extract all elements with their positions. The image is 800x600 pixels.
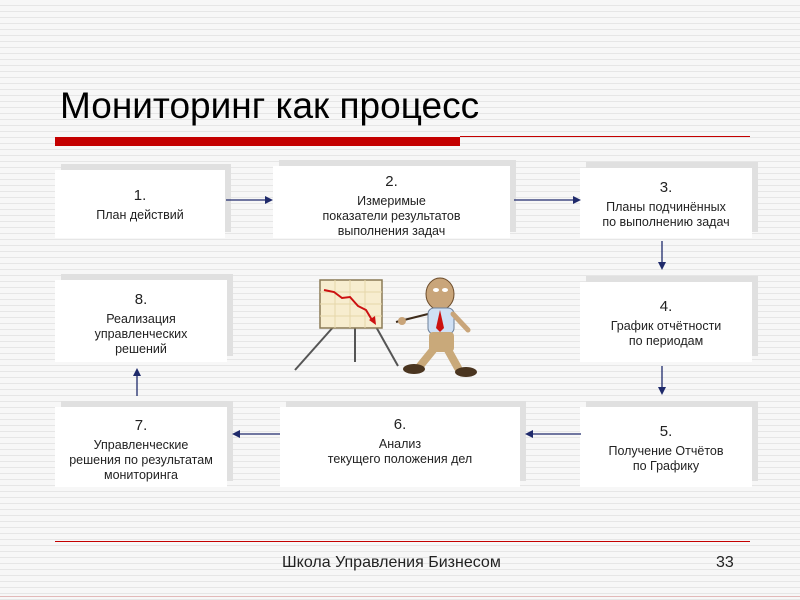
arrow-6-to-7	[232, 428, 280, 440]
footer-rule	[55, 541, 750, 542]
step-number: 2.	[385, 173, 398, 190]
step-number: 1.	[133, 187, 147, 204]
step-7-box: 7. Управленческие решения по результатам…	[55, 407, 227, 487]
step-6-box: 6. Анализ текущего положения дел	[280, 407, 520, 487]
step-label: решения по результатам	[69, 453, 213, 467]
arrow-7-to-8	[131, 368, 143, 396]
step-5-box: 5. Получение Отчётов по Графику	[580, 407, 752, 487]
title-underline-thick	[55, 137, 460, 146]
step-3-box: 3. Планы подчинённых по выполнению задач	[580, 168, 752, 238]
step-8-box: 8. Реализация управленческих решений	[55, 280, 227, 362]
step-label: по Графику	[632, 459, 700, 473]
arrow-1-to-2	[226, 194, 274, 206]
step-label: Получение Отчётов	[608, 444, 724, 458]
step-number: 5.	[659, 423, 673, 440]
page-title: Мониторинг как процесс	[60, 85, 480, 126]
presenter-clipart	[290, 270, 490, 380]
arrow-5-to-6	[525, 428, 581, 440]
step-number: 8.	[134, 291, 148, 308]
footer-school-name: Школа Управления Бизнесом	[282, 554, 501, 571]
step-label: Анализ	[378, 437, 422, 451]
step-number: 4.	[659, 298, 673, 315]
step-label: мониторинга	[103, 468, 179, 482]
step-label: по периодам	[628, 334, 704, 348]
step-label: Реализация	[106, 312, 176, 326]
step-number: 7.	[134, 417, 148, 434]
step-number: 6.	[393, 416, 407, 433]
step-1-box: 1. План действий	[55, 170, 225, 238]
step-label: План действий	[96, 208, 184, 222]
arrow-3-to-4	[656, 241, 668, 271]
step-4-box: 4. График отчётности по периодам	[580, 282, 752, 362]
step-number: 3.	[659, 179, 673, 196]
title-underline-thin	[460, 136, 750, 137]
step-label: решений	[115, 342, 167, 356]
step-label: выполнения задач	[337, 224, 446, 238]
step-label: Измеримые	[357, 194, 426, 208]
step-label: текущего положения дел	[327, 452, 473, 466]
footer-bottom-rule	[0, 596, 800, 597]
step-label: управленческих	[94, 327, 188, 341]
step-label: Планы подчинённых	[606, 200, 726, 214]
arrow-4-to-5	[656, 366, 668, 396]
step-label: показатели результатов	[322, 209, 461, 223]
slide-number: 33	[716, 554, 734, 571]
step-label: График отчётности	[610, 319, 722, 333]
step-label: по выполнению задач	[602, 215, 730, 229]
arrow-2-to-3	[514, 194, 582, 206]
step-label: Управленческие	[93, 438, 189, 452]
step-2-box: 2. Измеримые показатели результатов выпо…	[273, 166, 510, 238]
